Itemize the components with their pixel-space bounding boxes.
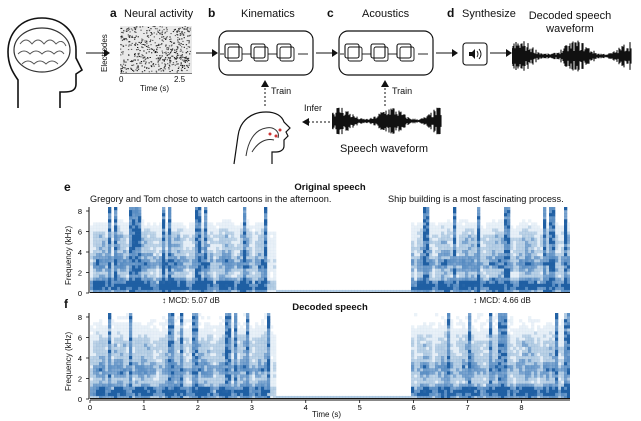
panel-b-train: Train xyxy=(271,86,292,96)
panel-a-ylabel: Electrodes xyxy=(100,34,109,72)
arrow-to-kinematics xyxy=(196,49,218,57)
freq-tick-label: 0 xyxy=(78,395,82,402)
infer-arrow xyxy=(302,118,334,126)
panel-e-letter: e xyxy=(64,180,71,194)
panel-c-train: Train xyxy=(392,86,413,96)
speech-waveform xyxy=(332,107,442,135)
neural-raster xyxy=(120,26,192,74)
panel-c-letter: c xyxy=(327,6,334,20)
panel-a-xlabel: Time (s) xyxy=(140,84,170,93)
time-axis-label: Time (s) xyxy=(312,410,342,419)
mcd-2-label: MCD: 4.66 dB xyxy=(479,296,531,305)
panel-c-title: Acoustics xyxy=(362,8,410,20)
panel-d-letter: d xyxy=(447,6,455,20)
panel-a-title: Neural activity xyxy=(124,8,194,20)
panel-f-letter: f xyxy=(64,297,68,311)
freq-tick-label: 6 xyxy=(78,228,82,237)
freq-tick-label: 0 xyxy=(78,289,82,296)
time-tick-label: 2 xyxy=(196,403,200,411)
freq-tick-label: 6 xyxy=(78,334,82,343)
spectrogram-decoded xyxy=(90,313,570,399)
arrow-to-neural xyxy=(86,49,110,57)
sentence-2: Ship building is a most fascinating proc… xyxy=(388,194,564,204)
freq-tick-label: 4 xyxy=(78,248,82,257)
mcd-marker-1: ↕ MCD: 5.07 dB xyxy=(162,296,220,305)
arrow-to-synthesize xyxy=(436,49,458,57)
speaker-icon xyxy=(462,42,488,66)
freq-tick-label: 4 xyxy=(78,354,82,363)
time-tick-label: 5 xyxy=(358,403,362,411)
time-axis: 0 1 2 3 4 5 6 7 8 xyxy=(88,399,570,411)
spec-f-axis: 0 2 4 6 8 xyxy=(78,313,90,402)
freq-tick-label: 8 xyxy=(78,207,82,216)
panel-a-tick-0: 0 xyxy=(119,75,124,84)
sentence-1: Gregory and Tom chose to watch cartoons … xyxy=(90,194,332,204)
train-arrow-c xyxy=(381,80,389,106)
freq-tick-label: 2 xyxy=(78,269,82,278)
freq-tick-label: 8 xyxy=(78,313,82,322)
panel-c-waveform-label: Speech waveform xyxy=(340,143,429,155)
mcd-marker-2: ↕ MCD: 4.66 dB xyxy=(473,296,531,305)
panel-b-title: Kinematics xyxy=(241,8,295,20)
head-brain-illustration xyxy=(7,17,84,108)
panel-d-output-title: Decoded speech waveform xyxy=(528,10,612,35)
panel-a-letter: a xyxy=(110,6,117,20)
arrow-to-acoustics xyxy=(316,49,338,57)
spec-f-ylabel: Frequency (kHz) xyxy=(64,331,73,391)
time-tick-label: 3 xyxy=(250,403,254,411)
freq-tick-label: 2 xyxy=(78,375,82,384)
time-tick-label: 1 xyxy=(142,403,146,411)
mcd-1-label: MCD: 5.07 dB xyxy=(168,296,220,305)
panel-a-tick-1: 2.5 xyxy=(174,75,186,84)
panel-b-infer: Infer xyxy=(304,103,323,113)
time-tick-label: 4 xyxy=(304,403,308,411)
acoustics-network-box xyxy=(338,30,434,76)
time-tick-label: 0 xyxy=(88,403,92,411)
panel-d-title: Synthesize xyxy=(462,8,516,20)
panel-f-title: Decoded speech xyxy=(292,302,368,313)
train-arrow-b xyxy=(261,80,269,106)
time-tick-label: 6 xyxy=(412,403,416,411)
spec-e-axis: 0 2 4 6 8 xyxy=(78,207,90,296)
spectrogram-original xyxy=(90,207,570,293)
kinematics-network-box xyxy=(218,30,314,76)
panel-b-letter: b xyxy=(208,6,216,20)
arrow-to-output xyxy=(490,49,512,57)
time-tick-label: 7 xyxy=(465,403,469,411)
spec-e-ylabel: Frequency (kHz) xyxy=(64,225,73,285)
panel-e-title: Original speech xyxy=(294,182,366,193)
vocal-tract-illustration xyxy=(233,111,291,165)
time-tick-label: 8 xyxy=(519,403,523,411)
decoded-waveform xyxy=(512,40,632,72)
